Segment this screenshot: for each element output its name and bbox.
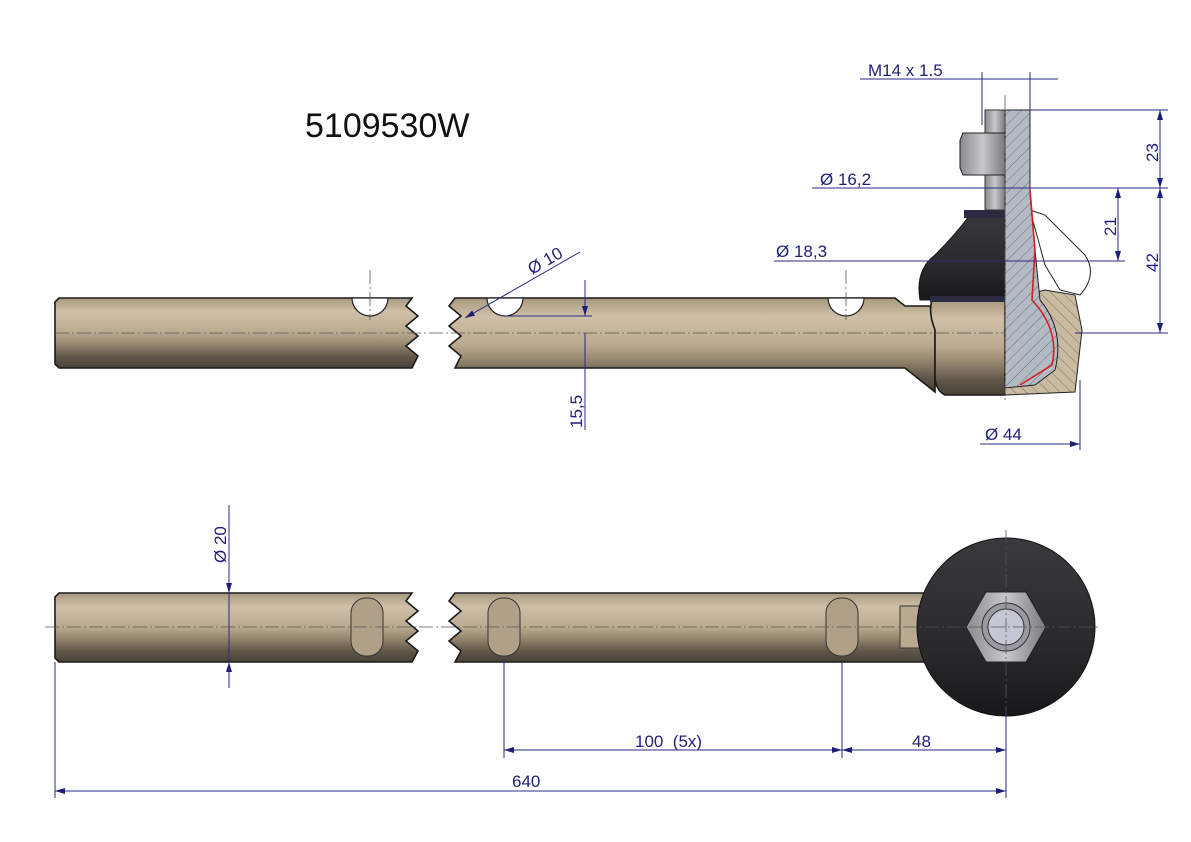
rubber-boot xyxy=(918,211,1006,301)
taper-diameter-label: Ø 18,3 xyxy=(776,242,827,261)
nut-icon xyxy=(959,132,1006,176)
stud-diameter-label: Ø 16,2 xyxy=(820,170,871,189)
rod-right-segment xyxy=(447,297,936,394)
total-length-label: 640 xyxy=(512,772,540,791)
top-dimensions: M14 x 1.5 23 42 Ø 16,2 21 Ø 18,3 Ø 10 15… xyxy=(464,61,1168,450)
section-boot xyxy=(1029,209,1091,296)
rod-left-segment xyxy=(54,592,420,663)
bottom-dimensions: Ø 20 100 (5x) 48 640 xyxy=(54,505,1007,798)
hole-diameter-label: Ø 10 xyxy=(525,244,566,279)
hole xyxy=(351,297,389,317)
section-grease-line xyxy=(1019,189,1055,386)
taper-height-label: 21 xyxy=(1101,217,1120,236)
socket-diameter-label: Ø 44 xyxy=(985,425,1022,444)
socket-body xyxy=(929,299,1006,396)
hole xyxy=(827,297,865,317)
rod-right-segment xyxy=(447,592,936,663)
hole-pitch-label: 100 (5x) xyxy=(635,732,702,751)
height-top-label: 23 xyxy=(1143,143,1162,162)
hole-offset-label: 15,5 xyxy=(567,395,586,428)
end-distance-label: 48 xyxy=(912,732,931,751)
bottom-view xyxy=(45,530,1100,720)
boot-ring xyxy=(930,296,1005,302)
top-view xyxy=(54,95,1091,400)
boot-ring xyxy=(964,210,1005,218)
thread-label: M14 x 1.5 xyxy=(868,61,943,80)
part-number: 5109530W xyxy=(305,107,469,145)
overall-height-label: 42 xyxy=(1143,253,1162,272)
rod-diameter-label: Ø 20 xyxy=(211,526,230,563)
